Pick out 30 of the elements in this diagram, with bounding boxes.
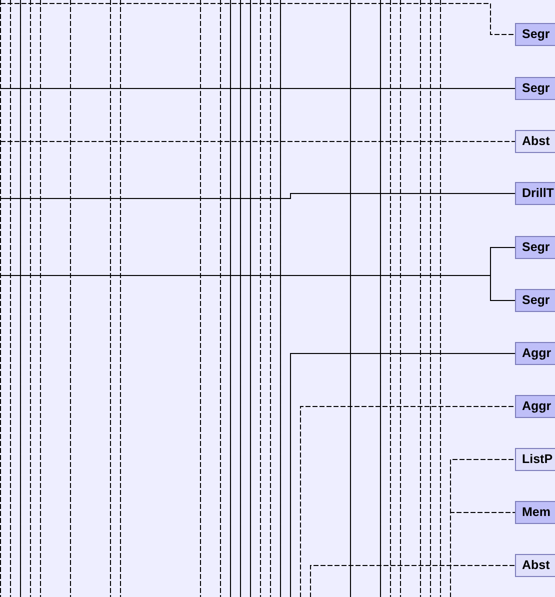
class-name: Aggr bbox=[521, 346, 552, 360]
connector-line bbox=[300, 406, 516, 597]
class-box bbox=[515, 342, 555, 364]
class-box bbox=[515, 288, 555, 312]
class-name: Abst bbox=[521, 558, 550, 572]
connector-line bbox=[0, 141, 516, 142]
connector-line bbox=[310, 565, 516, 597]
class-box bbox=[515, 236, 555, 258]
class-name: Segr bbox=[521, 27, 550, 41]
class-name: ListP bbox=[521, 452, 553, 466]
class-name: Segr bbox=[521, 293, 550, 307]
class-name: Segr bbox=[521, 81, 550, 95]
class-name: Segr bbox=[521, 240, 550, 254]
class-name: DrillT bbox=[521, 186, 554, 200]
class-name: Aggr bbox=[521, 399, 552, 413]
class-box bbox=[515, 554, 555, 576]
class-box bbox=[515, 76, 555, 100]
class-box bbox=[515, 22, 555, 46]
class-box bbox=[515, 182, 555, 204]
class-name: Mem bbox=[521, 505, 550, 519]
connector-line bbox=[0, 3, 516, 35]
connector-line bbox=[290, 353, 516, 597]
class-box bbox=[515, 130, 555, 152]
connector-line bbox=[450, 512, 516, 597]
connector-line bbox=[0, 193, 516, 199]
class-name: Abst bbox=[521, 134, 550, 148]
class-box bbox=[515, 500, 555, 524]
connector-line bbox=[0, 88, 516, 89]
class-box bbox=[515, 394, 555, 418]
class-box bbox=[515, 448, 555, 470]
